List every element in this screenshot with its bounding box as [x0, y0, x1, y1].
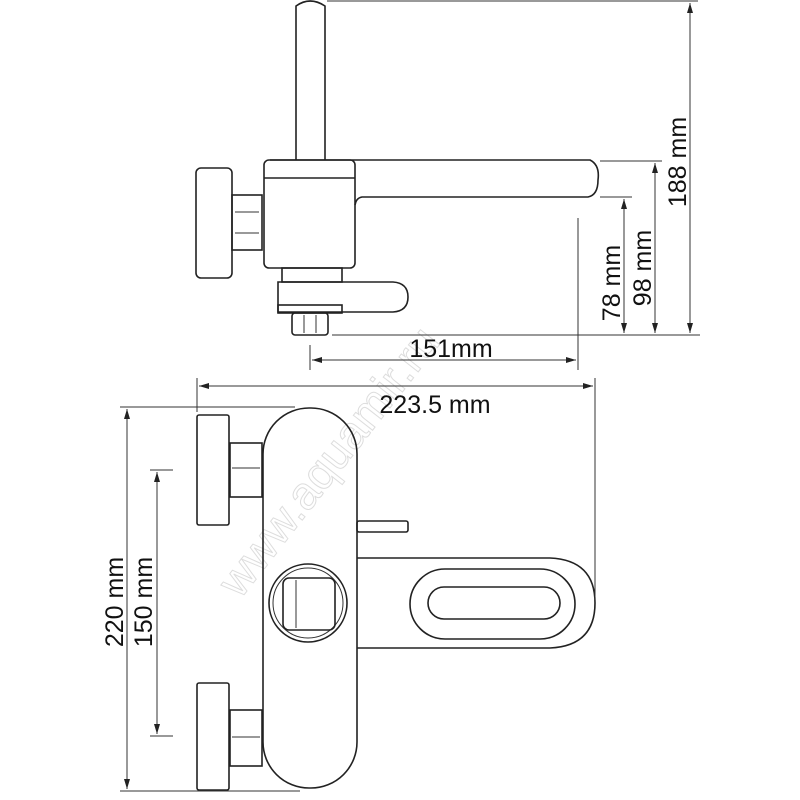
backplate [262, 407, 358, 789]
dim-223-5: 223.5 mm [379, 391, 490, 419]
ring-square [282, 577, 336, 631]
diverter-lever [277, 281, 409, 313]
handle-inner [409, 568, 576, 640]
neck [281, 267, 343, 283]
dim-151: 151mm [409, 335, 492, 363]
ring [268, 563, 348, 643]
dim-78: 78 mm [598, 245, 626, 321]
diverter-pin [356, 520, 409, 533]
dim-188: 188 mm [664, 117, 692, 207]
spout [270, 159, 600, 206]
body-block [263, 159, 356, 269]
knob-nut [231, 194, 263, 251]
dim-220: 220 mm [101, 557, 129, 647]
dim-98: 98 mm [629, 230, 657, 306]
knob [195, 167, 233, 279]
handle [357, 557, 596, 649]
dim-150: 150 mm [130, 557, 158, 647]
lever-rod [295, 0, 326, 160]
bottom-nut [229, 709, 263, 767]
top-nut [229, 442, 263, 498]
top-knob [196, 414, 230, 526]
side-view: 188 mm 98 mm 78 mm 151mm [195, 0, 700, 370]
front-view: 223.5 mm 220 mm 150 mm [101, 378, 596, 792]
handle-slot [427, 586, 561, 620]
bottom-knob [196, 682, 230, 791]
bottom-nut [291, 312, 329, 336]
